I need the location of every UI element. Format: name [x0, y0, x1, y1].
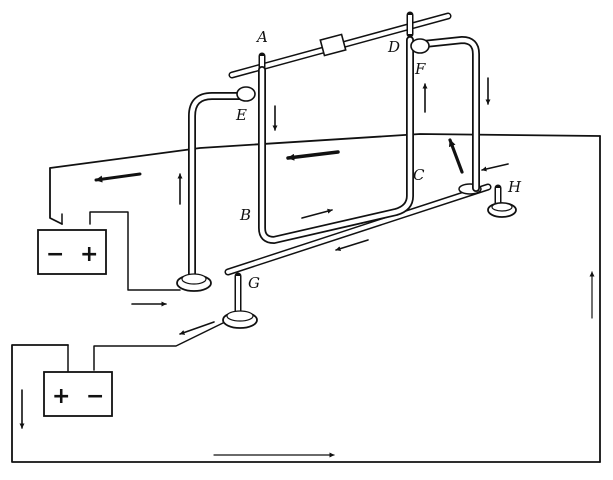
- label-h: H: [507, 178, 522, 196]
- tube-e: [176, 86, 256, 292]
- battery-top: − +: [37, 229, 107, 275]
- battery-top-negative-sign: −: [46, 242, 64, 267]
- label-d: D: [387, 38, 400, 56]
- rail-gh: [222, 183, 517, 329]
- point-labels: A B C D E F G H: [235, 28, 522, 292]
- battery-bottom-positive-sign: +: [52, 384, 70, 409]
- cup-e: [236, 86, 256, 102]
- arrow-left-large-icon: [286, 150, 340, 161]
- label-b: B: [239, 206, 251, 224]
- tube-f: [410, 36, 480, 192]
- label-g: G: [248, 274, 260, 292]
- label-c: C: [413, 166, 425, 184]
- arrow-up-c-icon: [448, 138, 464, 174]
- label-a: A: [255, 28, 268, 46]
- arrow-left-c-icon: [481, 163, 509, 172]
- battery-bottom-negative-sign: −: [86, 384, 104, 409]
- battery-top-positive-sign: +: [80, 242, 98, 267]
- battery-bottom: + −: [43, 371, 113, 417]
- label-e: E: [235, 106, 247, 124]
- cup-f: [410, 38, 430, 54]
- arrow-left-g-icon: [179, 321, 215, 335]
- arrow-left-wire-icon: [94, 172, 142, 183]
- moving-loop: [258, 36, 414, 244]
- clamp-block: [319, 33, 347, 57]
- current-arrows: [19, 77, 595, 458]
- circuit-wires: [11, 133, 601, 463]
- arrow-right-loop-bottom-icon: [301, 208, 333, 219]
- rail-ad: [228, 11, 452, 79]
- label-f: F: [414, 60, 426, 78]
- arrow-left-rail-icon: [335, 239, 369, 252]
